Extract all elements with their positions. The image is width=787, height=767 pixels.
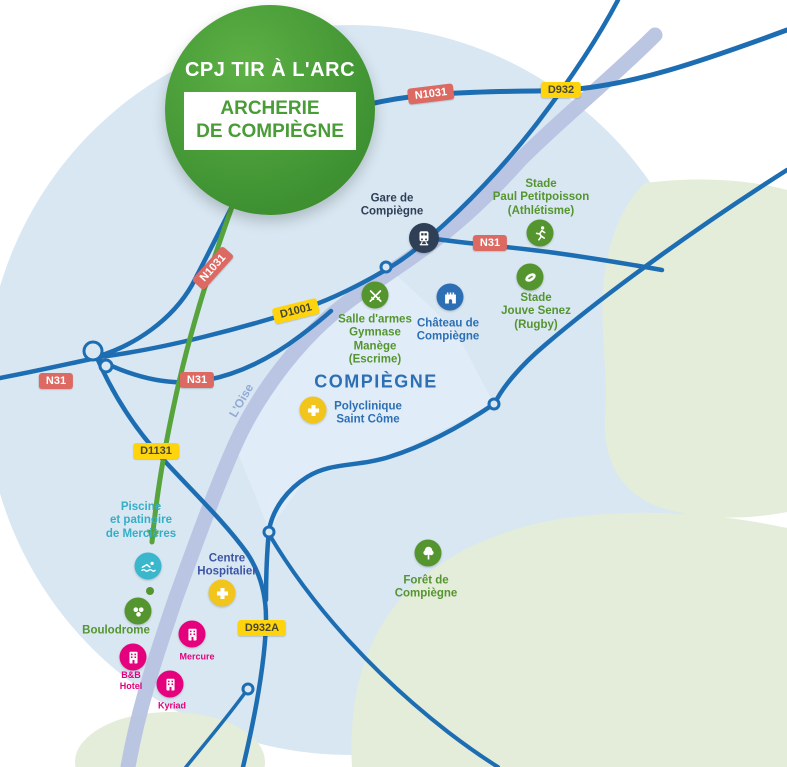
poi-marker-stade-rugby [516,263,544,291]
poi-marker-boulodrome [124,597,152,625]
poi-marker-mercure [178,620,206,648]
castle-icon [441,288,459,306]
poi-marker-stade-athletisme [526,219,554,247]
poi-marker-bb-hotel [119,643,147,671]
road-southeast [267,532,500,767]
poi-marker-chateau [436,283,464,311]
poi-label-stade-athletisme: Stade Paul Petitpoisson (Athlétisme) [492,178,590,217]
road-n31-west [0,355,99,381]
road-label-d932: D932 [540,82,582,98]
poi-label-chateau: Château de Compiègne [416,317,480,343]
road-east-diagonal [492,167,787,406]
poi-label-kyriad: Kyriad [157,700,187,711]
poi-marker-polyclinique [299,396,327,424]
road-label-n31-gare: N31 [472,235,508,251]
poi-label-boulodrome: Boulodrome [82,624,150,637]
road-label-d1131: D1131 [133,443,179,459]
poi-label-mercure: Mercure [179,651,215,662]
hotel-building-icon [183,625,201,643]
poi-marker-piscine [134,552,162,580]
poi-label-bb-hotel: B&B Hotel [119,670,143,691]
poi-label-escrime: Salle d'armes Gymnase Manège (Escrime) [338,313,412,366]
poi-label-centre-hospitalier: Centre Hospitalier [197,552,257,578]
road-south-branch [184,688,249,767]
tree-icon [419,544,437,562]
rugby-ball-icon [521,268,539,286]
road-label-n31-west: N31 [38,373,74,389]
road-d1131-south [95,357,269,767]
medical-cross-icon [304,401,322,419]
poi-marker-centre-hospitalier [208,579,236,607]
route-arrow [147,182,243,545]
small-green-dot [146,587,154,595]
poi-label-foret: Forêt de Compiègne [394,574,458,600]
hotel-building-icon [161,675,179,693]
river-loise [120,27,663,767]
poi-label-stade-rugby: Stade Jouve Senez (Rugby) [501,292,571,331]
badge-subtitle: ARCHERIE DE COMPIÈGNE [184,92,356,150]
petanque-balls-icon [129,602,147,620]
badge-title: CPJ TIR À L'ARC [184,59,356,81]
road-label-d932a: D932A [237,620,287,636]
road-nodes [82,260,501,696]
poi-marker-foret [414,539,442,567]
poi-label-piscine: Piscine et patinoire de Mercières [105,501,177,540]
city-label: COMPIÈGNE [314,371,438,392]
poi-label-gare: Gare de Compiègne [360,192,424,218]
club-badge: CPJ TIR À L'ARC ARCHERIE DE COMPIÈGNE [165,5,375,215]
poi-marker-kyriad [156,670,184,698]
road-label-n31-mid: N31 [179,372,215,388]
crossed-swords-icon [366,286,384,304]
runner-icon [531,224,549,242]
hotel-building-icon [124,648,142,666]
road-n31-gare [425,235,665,273]
swimmer-icon [139,557,157,575]
road-ring [263,401,497,603]
road-n31-mid [94,308,334,385]
poi-marker-escrime [361,281,389,309]
poi-marker-gare [409,223,439,253]
medical-cross-icon [213,584,231,602]
train-icon [415,229,433,247]
poi-label-polyclinique: Polyclinique Saint Côme [334,400,402,426]
